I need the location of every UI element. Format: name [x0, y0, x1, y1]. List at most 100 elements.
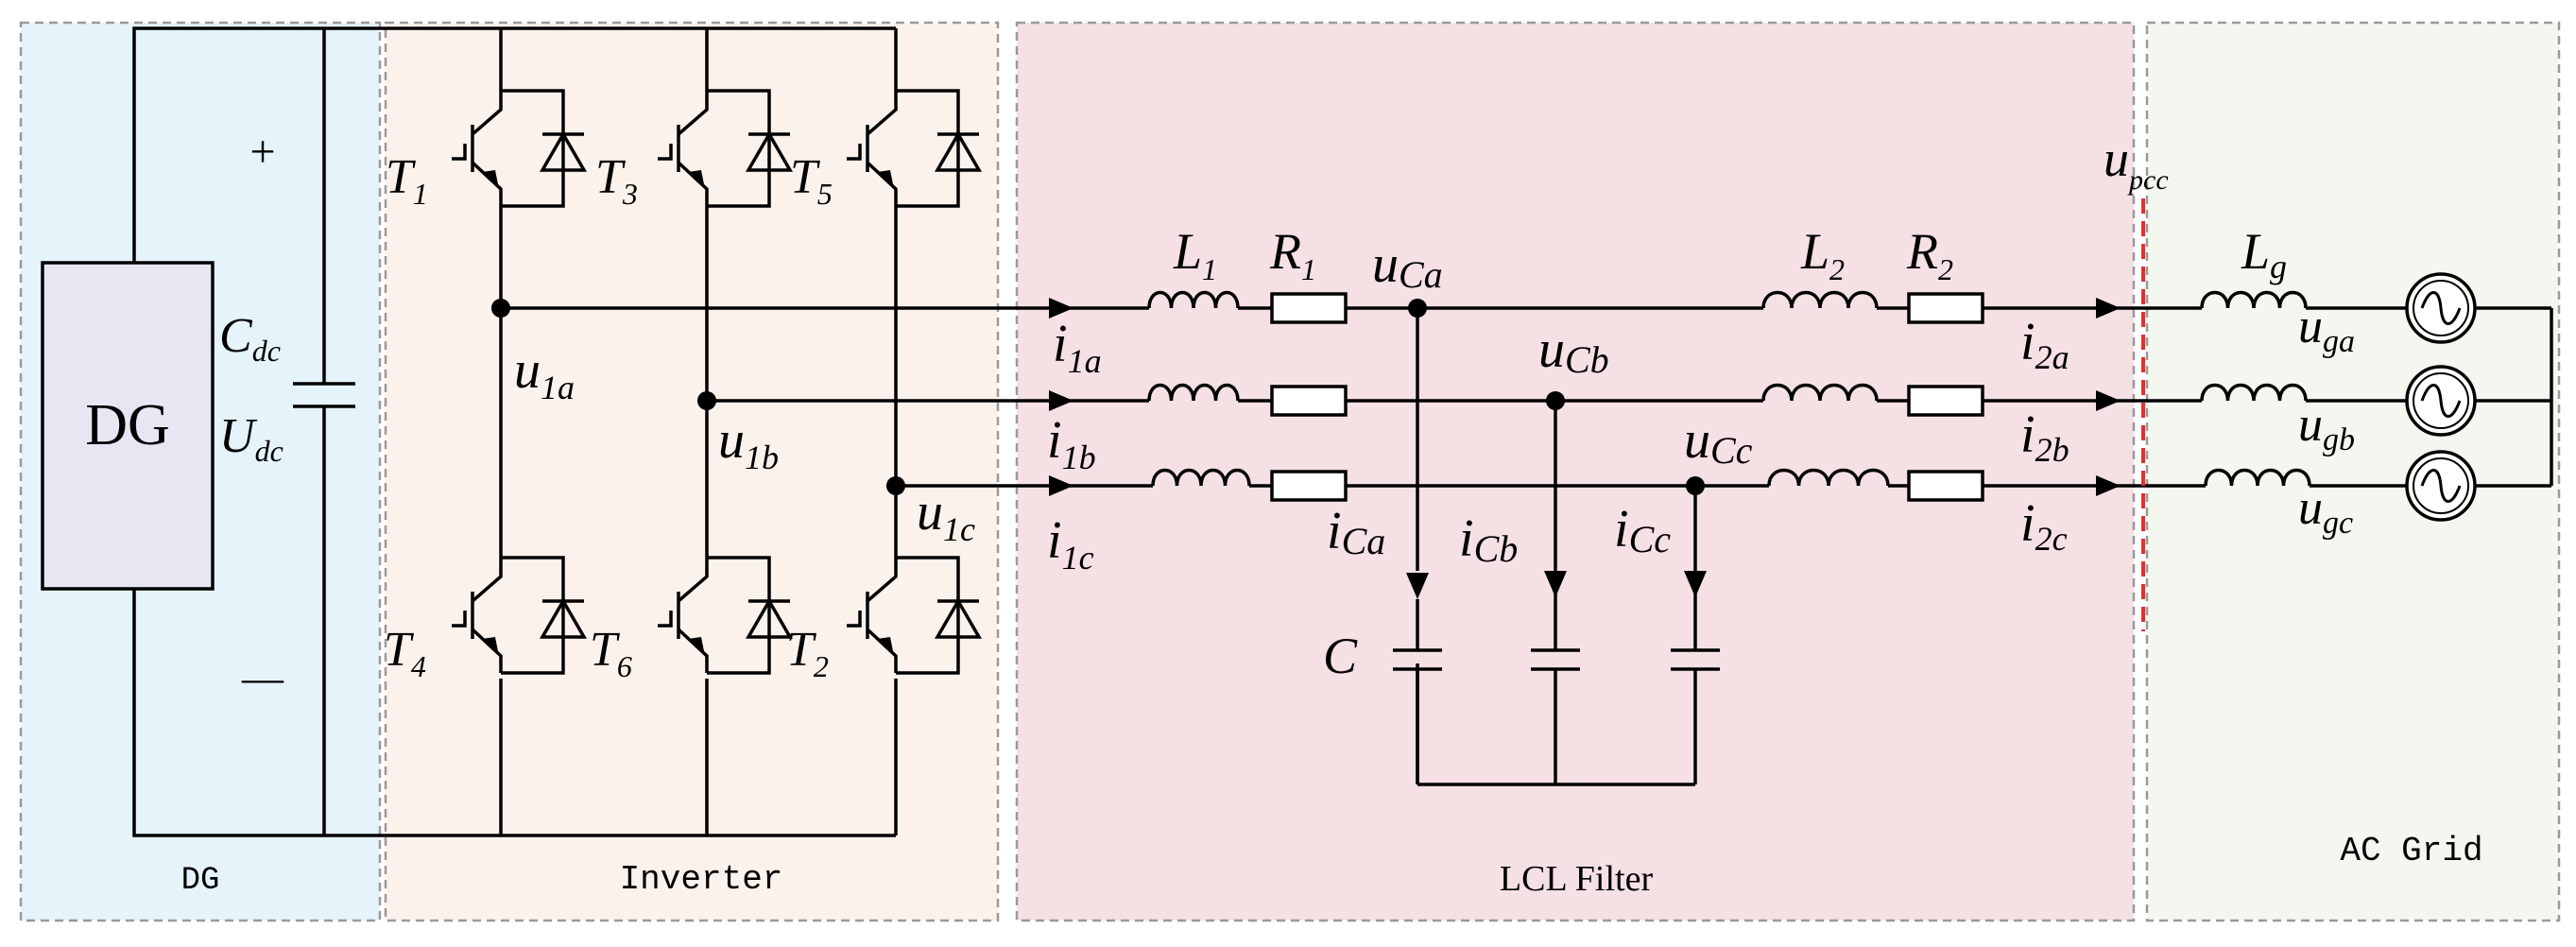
upcc-symbol: u: [2104, 130, 2129, 187]
filter-passives: [1147, 290, 2311, 502]
l2-subscript: 2: [1829, 252, 1845, 286]
switch-t1-subscript: 1: [413, 177, 428, 211]
svg-text:Lg: Lg: [2241, 223, 2287, 285]
dc-plus-sign: +: [249, 127, 275, 177]
inverter-region: [384, 21, 1000, 922]
switch-t6-symbol: T: [590, 623, 620, 677]
ugb-subscript: gb: [2323, 422, 2355, 457]
ac-source-b: [2405, 365, 2477, 437]
i1b-subscript: 1b: [1062, 439, 1096, 476]
cdc-subscript: dc: [252, 334, 281, 368]
resistor-r1-c: [1270, 470, 1348, 502]
svg-text:T5: T5: [790, 150, 833, 211]
r2-subscript: 2: [1938, 252, 1953, 286]
svg-text:ugc: ugc: [2298, 481, 2353, 541]
inductor-l1-c: [1151, 468, 1251, 487]
svg-text:R2: R2: [1906, 223, 1953, 286]
uga-symbol: u: [2298, 300, 2323, 353]
svg-text:T2: T2: [786, 623, 829, 683]
svg-text:u1b: u1b: [718, 411, 779, 476]
section-label-ac-grid: AC Grid: [2340, 832, 2482, 870]
svg-text:uCa: uCa: [1372, 235, 1443, 296]
i1a-symbol: i: [1053, 315, 1068, 373]
switch-t5-symbol: T: [790, 150, 820, 204]
section-label-lcl-filter: LCL Filter: [1500, 859, 1654, 899]
ugb-symbol: u: [2298, 398, 2323, 452]
switch-t5-subscript: 5: [817, 177, 833, 211]
cdc-symbol: C: [219, 309, 253, 363]
l2-symbol: L: [1800, 223, 1829, 280]
i2c-subscript: 2c: [2035, 520, 2068, 558]
node-voltage-labels: u1a u1b u1c: [514, 341, 975, 548]
ac-source-a: [2405, 272, 2477, 344]
udc-symbol: U: [219, 409, 258, 463]
switch-t2-symbol: T: [786, 623, 816, 677]
inductor-l2-a: [1761, 290, 1879, 309]
dc-link-capacitor: Cdc Udc: [219, 309, 283, 468]
icc-subscript: Cc: [1629, 518, 1672, 560]
uca-symbol: u: [1372, 235, 1399, 294]
switch-t1-symbol: T: [386, 150, 416, 204]
dc-wires: [132, 26, 896, 837]
uca-subscript: Ca: [1399, 253, 1443, 296]
switch-t2: [847, 556, 983, 675]
resistor-r1-b: [1270, 385, 1348, 417]
filter-capacitor-branches: [1393, 308, 1720, 786]
icb-subscript: Cb: [1474, 527, 1519, 570]
i1c-subscript: 1c: [1062, 539, 1094, 577]
svg-text:upcc: upcc: [2104, 130, 2169, 196]
u1a-symbol: u: [514, 341, 541, 400]
svg-text:i1a: i1a: [1053, 315, 1102, 380]
section-label-dg: DG: [181, 863, 220, 899]
svg-text:u1c: u1c: [917, 483, 975, 548]
svg-text:uCb: uCb: [1538, 320, 1609, 381]
switch-t3-subscript: 3: [622, 177, 638, 211]
inductor-lg-c: [2204, 468, 2311, 487]
switch-t4: [452, 556, 588, 675]
svg-text:i1c: i1c: [1047, 511, 1094, 577]
switch-t6: [658, 556, 794, 675]
inverter-switches: [452, 89, 983, 675]
inductor-lg-b: [2200, 383, 2308, 402]
u1c-subscript: 1c: [943, 510, 975, 548]
upcc-subscript: pcc: [2127, 164, 2169, 196]
inverter-legs: [499, 28, 898, 835]
ucc-symbol: u: [1684, 411, 1710, 470]
svg-text:T1: T1: [386, 150, 428, 211]
r1-symbol: R: [1269, 223, 1301, 280]
i1a-subscript: 1a: [1068, 342, 1102, 380]
u1c-symbol: u: [917, 483, 943, 542]
grid-current-labels: i2a i2b i2c: [2020, 313, 2069, 558]
switch-t1: [452, 89, 588, 208]
ugc-symbol: u: [2298, 481, 2323, 535]
ugc-subscript: gc: [2323, 506, 2353, 541]
grid-labels: Lg uga ugb ugc: [2241, 223, 2355, 541]
lg-subscript: g: [2270, 248, 2287, 285]
svg-text:uCc: uCc: [1684, 411, 1753, 472]
i2b-symbol: i: [2020, 405, 2035, 464]
resistor-r2-a: [1907, 292, 1984, 324]
svg-text:T4: T4: [384, 623, 426, 683]
resistor-r2-b: [1907, 385, 1984, 417]
svg-text:Cdc: Cdc: [219, 309, 281, 368]
inductor-l2-b: [1761, 383, 1879, 402]
svg-text:ugb: ugb: [2298, 398, 2355, 457]
svg-text:iCb: iCb: [1459, 509, 1518, 570]
r2-symbol: R: [1906, 223, 1938, 280]
ucc-subscript: Cc: [1710, 429, 1753, 472]
ica-symbol: i: [1327, 502, 1342, 560]
switch-t2-subscript: 2: [814, 649, 829, 683]
capacitor-current-labels: iCa iCb iCc: [1327, 500, 1671, 570]
udc-subscript: dc: [255, 434, 283, 468]
switch-t3: [658, 89, 794, 208]
i1b-symbol: i: [1047, 411, 1062, 470]
svg-text:i2a: i2a: [2020, 313, 2069, 376]
switch-t5: [847, 89, 983, 208]
uga-subscript: ga: [2323, 324, 2355, 359]
grid-voltage-sources: [2405, 272, 2477, 522]
u1b-symbol: u: [718, 411, 745, 470]
u1a-subscript: 1a: [541, 369, 575, 406]
ucb-symbol: u: [1538, 320, 1565, 379]
ica-subscript: Ca: [1342, 520, 1386, 562]
